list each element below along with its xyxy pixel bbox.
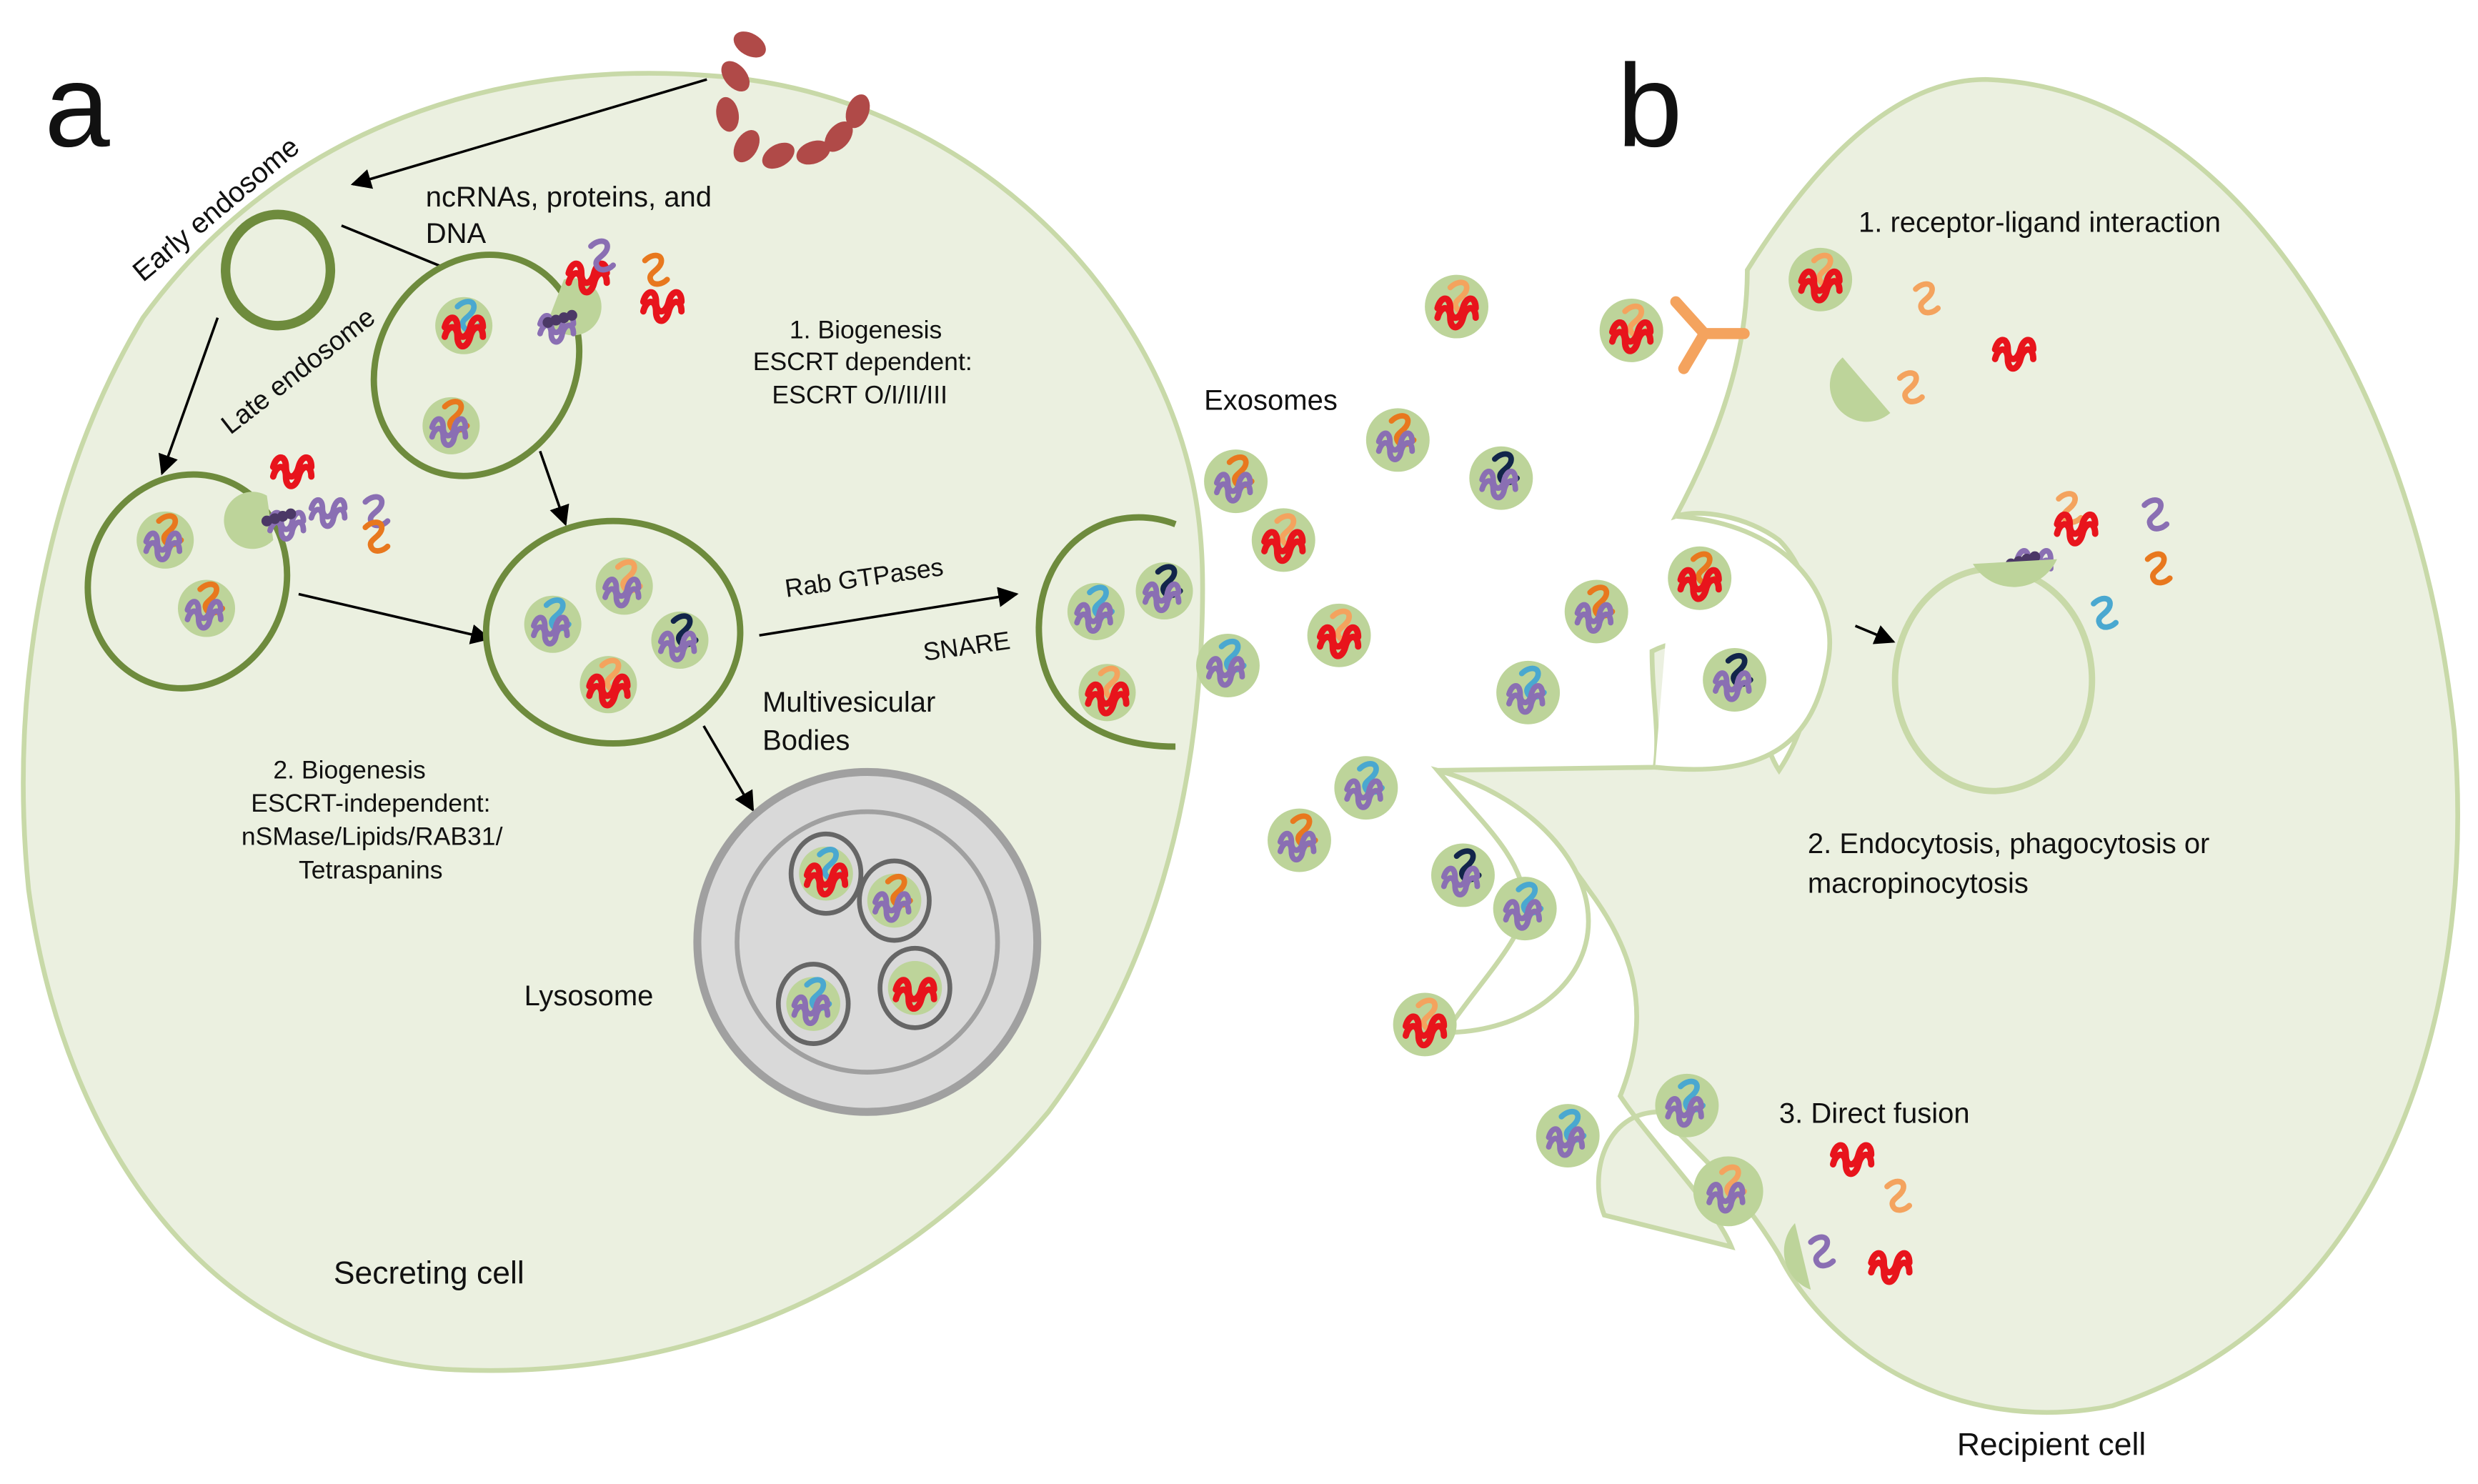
exosome-vesicle — [435, 297, 493, 354]
exosomes-label: Exosomes — [1204, 385, 1338, 417]
cargo-label-2: DNA — [426, 218, 487, 249]
fusing-vesicle-half — [1783, 1222, 1811, 1290]
lysosome-vesicle-outline — [788, 831, 864, 916]
exosome-vesicle — [136, 511, 194, 569]
exosome-vesicle — [1268, 808, 1331, 872]
exosome-vesicle — [1393, 992, 1457, 1057]
exosome-vesicle — [1078, 664, 1136, 722]
exosome-vesicle — [1655, 1073, 1719, 1137]
exosome-vesicle — [177, 579, 236, 637]
uptake3-label: 3. Direct fusion — [1779, 1098, 1970, 1130]
exosome-vesicle — [595, 557, 653, 615]
biogenesis2-line4: Tetraspanins — [299, 855, 443, 884]
lysosome-label: Lysosome — [524, 980, 654, 1012]
biogenesis1-line2: ESCRT dependent: — [753, 347, 972, 376]
exosome-vesicle — [786, 977, 841, 1031]
receptor-icon — [1670, 296, 1750, 374]
exosome-vesicle — [1693, 1156, 1763, 1227]
exosome-vesicle — [1493, 877, 1557, 941]
multivesicular-body — [482, 517, 744, 747]
biogenesis2-line3: nSMase/Lipids/RAB31/ — [242, 822, 503, 851]
exosome-vesicle — [1334, 756, 1398, 820]
membrane-protein — [261, 508, 297, 527]
uptake1-label: 1. receptor-ligand interaction — [1858, 207, 2221, 239]
exosome-vesicle — [1536, 1104, 1600, 1168]
lysosome-vesicle-outline — [877, 945, 952, 1030]
exosome-vesicle — [887, 961, 942, 1015]
early-endosome — [221, 209, 336, 331]
uptake2-line1: 2. Endocytosis, phagocytosis or — [1808, 828, 2210, 860]
phagocytic-arm — [1430, 766, 1591, 1035]
exosome-vesicle — [422, 397, 480, 454]
exosome-vesicle — [1425, 274, 1489, 339]
vesicles — [136, 241, 2170, 1283]
exosome-vesicle — [1430, 843, 1495, 907]
uptake2-line2: macropinocytosis — [1808, 867, 2029, 899]
pathway-arrows — [158, 78, 1896, 812]
exosome-vesicle — [1469, 446, 1533, 510]
biogenesis2-line1: 2. Biogenesis — [273, 755, 425, 784]
recipient-endosome — [1891, 565, 2096, 795]
exosome-vesicle — [1668, 546, 1732, 610]
exosome-vesicle — [1599, 298, 1663, 362]
exosome-vesicle — [579, 656, 637, 714]
exosome-vesicle — [1496, 660, 1561, 724]
exosome-vesicle — [1564, 579, 1628, 644]
mvb-label-1: Multivesicular — [762, 687, 935, 718]
exosome-vesicle — [1195, 634, 1260, 697]
panel-label-a: a — [44, 40, 110, 171]
exosome-vesicle — [1365, 408, 1430, 472]
lysosome-vesicle-outline — [857, 858, 932, 943]
exosome-vesicle — [651, 611, 709, 669]
biogenesis2-line2: ESCRT-independent: — [251, 789, 490, 817]
exosome-vesicle — [524, 595, 582, 653]
lysosome-vesicle-outline — [775, 962, 851, 1046]
exosome-vesicle — [1788, 247, 1853, 312]
membrane-beads — [716, 31, 870, 169]
budding-vesicle-lower — [224, 492, 274, 549]
biogenesis1-line3: ESCRT O/I/II/III — [772, 381, 947, 409]
lysosome-inner — [735, 809, 1000, 1075]
exosome-vesicle — [1135, 562, 1193, 620]
recipient-cell-label: Recipient cell — [1957, 1427, 2146, 1462]
secreting-cell-label: Secreting cell — [334, 1255, 524, 1290]
membrane-protein — [542, 309, 577, 328]
cargo-label-1: ncRNAs, proteins, and — [426, 181, 712, 213]
exosome-vesicle — [1204, 449, 1268, 514]
exosome-vesicle — [1251, 508, 1315, 572]
biogenesis1-line1: 1. Biogenesis — [790, 316, 942, 344]
recipient-budding-vesicle — [1973, 559, 2057, 587]
exosome-vesicle — [799, 846, 853, 901]
exosome-vesicle — [1067, 582, 1125, 640]
receptor-vesicle-half — [1829, 357, 1891, 422]
panel-label-b: b — [1617, 40, 1682, 171]
exosome-vesicle — [867, 873, 922, 928]
exosome-vesicle — [1703, 648, 1767, 712]
exosome-vesicle — [1307, 603, 1371, 667]
mvb-label-2: Bodies — [762, 724, 850, 756]
